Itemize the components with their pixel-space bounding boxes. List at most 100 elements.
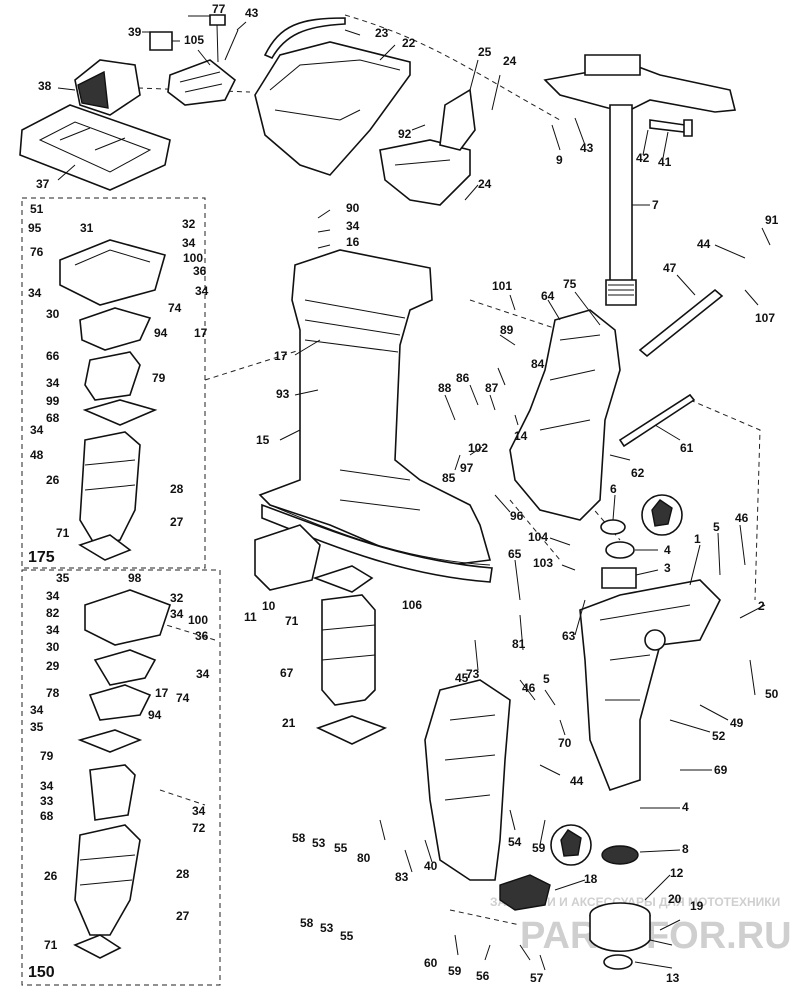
callout-106: 106 <box>402 598 422 612</box>
callout-17-150: 17 <box>155 686 169 700</box>
callout-30-150: 30 <box>46 640 60 654</box>
callout-14: 14 <box>514 429 528 443</box>
callout-97: 97 <box>460 461 474 475</box>
gasket-150-71 <box>73 934 122 959</box>
callout-61: 61 <box>680 441 694 455</box>
callout-71-mid: 71 <box>285 614 299 628</box>
callout-22: 22 <box>402 36 416 50</box>
callout-10: 10 <box>262 599 276 613</box>
watermark-line2: PARTSFOR.RU <box>520 915 792 957</box>
callout-21: 21 <box>282 716 296 730</box>
callout-25: 25 <box>478 45 492 59</box>
cowling-lower-22 <box>254 41 411 176</box>
steering-arm-assembly <box>543 54 737 306</box>
callout-73: 73 <box>466 667 480 681</box>
strap-23 <box>263 17 346 60</box>
callout-92: 92 <box>398 127 412 141</box>
callout-28-175: 28 <box>170 482 184 496</box>
callout-71-175: 71 <box>56 526 70 540</box>
callout-42: 42 <box>636 151 650 165</box>
plate-150-78 <box>88 684 152 721</box>
callout-101: 101 <box>492 279 512 293</box>
swivel-tube-12-13 <box>589 902 651 970</box>
callout-34-150g: 34 <box>192 804 206 818</box>
adapter-150-30 <box>84 589 172 646</box>
gasket-21 <box>315 715 388 745</box>
callout-43: 43 <box>245 6 259 20</box>
callout-78: 78 <box>46 686 60 700</box>
plate-175-66 <box>79 307 152 351</box>
lubricant-symbol-bottom <box>550 824 592 866</box>
callout-40: 40 <box>424 859 438 873</box>
callout-16: 16 <box>346 235 360 249</box>
callout-89: 89 <box>500 323 514 337</box>
section-150-box: 150 <box>21 569 221 986</box>
callout-93: 93 <box>276 387 290 401</box>
callout-34-150d: 34 <box>196 667 210 681</box>
callout-60: 60 <box>424 956 438 970</box>
callout-57: 57 <box>530 971 544 985</box>
callout-100-150: 100 <box>188 613 208 627</box>
callout-85: 85 <box>442 471 456 485</box>
callout-32: 32 <box>182 217 196 231</box>
callout-64: 64 <box>541 289 555 303</box>
callout-2: 2 <box>758 599 765 613</box>
callout-102: 102 <box>468 441 488 455</box>
callout-38: 38 <box>38 79 52 93</box>
lubricant-symbol-top <box>641 494 683 536</box>
callout-34-175d: 34 <box>46 376 60 390</box>
callout-49: 49 <box>730 716 744 730</box>
stern-bracket-45 <box>424 679 511 881</box>
callout-44: 44 <box>697 237 711 251</box>
cowling-side-25 <box>379 88 476 206</box>
callout-68-175: 68 <box>46 411 60 425</box>
callout-94: 94 <box>154 326 168 340</box>
callout-46-top: 46 <box>735 511 749 525</box>
section-150-label: 150 <box>28 964 55 981</box>
callout-8: 8 <box>682 842 689 856</box>
callout-54: 54 <box>508 835 522 849</box>
callout-35-150b: 35 <box>30 720 44 734</box>
callout-43b: 43 <box>580 141 594 155</box>
callout-76: 76 <box>30 245 44 259</box>
gasket-175-71 <box>78 534 132 561</box>
callout-7: 7 <box>652 198 659 212</box>
callout-5-mid: 5 <box>543 672 550 686</box>
callout-86: 86 <box>456 371 470 385</box>
watermark-line1: ЗАПЧАСТИ И АКСЕССУАРЫ ДЛЯ МОТОТЕХНИКИ <box>490 895 780 909</box>
callout-30-175: 30 <box>46 307 60 321</box>
block-175-68 <box>84 351 141 401</box>
block-150-68 <box>89 764 136 821</box>
callout-37: 37 <box>36 177 50 191</box>
callout-67: 67 <box>280 666 294 680</box>
callout-27-150: 27 <box>176 909 190 923</box>
callout-72: 72 <box>192 821 206 835</box>
callout-46-mid: 46 <box>522 681 536 695</box>
callout-74-150: 74 <box>176 691 190 705</box>
callout-52: 52 <box>712 729 726 743</box>
callout-68-150: 68 <box>40 809 54 823</box>
clamp-block-18 <box>499 874 551 911</box>
callout-18: 18 <box>584 872 598 886</box>
callout-79-175: 79 <box>152 371 166 385</box>
callout-99: 99 <box>46 394 60 408</box>
plate-150-29 <box>93 649 157 686</box>
callout-70: 70 <box>558 736 572 750</box>
callout-34-175e: 34 <box>30 423 44 437</box>
callout-44-bottom: 44 <box>570 774 584 788</box>
callout-105: 105 <box>184 33 204 47</box>
callouts: 77 43 39 105 23 22 38 37 25 24 92 9 43 4… <box>28 2 779 985</box>
callout-35-150: 35 <box>56 571 70 585</box>
rod-61 <box>618 393 696 448</box>
callout-84: 84 <box>531 357 545 371</box>
callout-36-150: 36 <box>195 629 209 643</box>
callout-17: 17 <box>274 349 288 363</box>
tube-175-26 <box>79 431 141 546</box>
callout-79-150: 79 <box>40 749 54 763</box>
callout-63: 63 <box>562 629 576 643</box>
callout-31: 31 <box>80 221 94 235</box>
callout-34-150f: 34 <box>40 779 54 793</box>
callout-28-150: 28 <box>176 867 190 881</box>
callout-59: 59 <box>532 841 546 855</box>
tube-150-26 <box>74 824 141 936</box>
